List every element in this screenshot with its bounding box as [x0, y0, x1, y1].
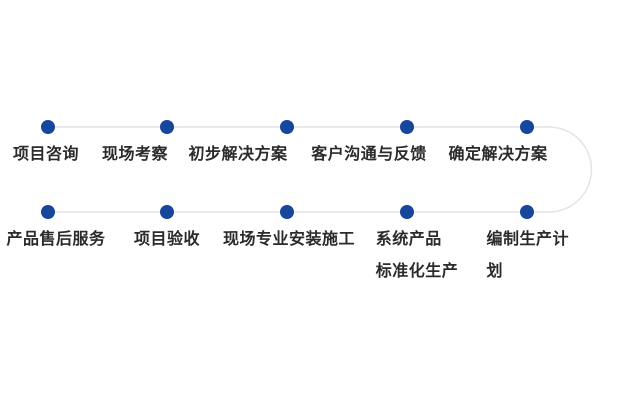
bottom-step-dot-4: [400, 205, 414, 219]
bottom-step-label-3: 现场专业安装施工: [222, 231, 356, 248]
top-step-dot-4: [400, 120, 414, 134]
bottom-step-dot-2: [160, 205, 174, 219]
top-step-dot-1: [41, 120, 55, 134]
top-step-dot-2: [160, 120, 174, 134]
bottom-step-label-5: 编制生产计划: [486, 231, 570, 280]
bottom-step-label-2: 项目验收: [133, 231, 201, 248]
bottom-step-dot-3: [280, 205, 294, 219]
bottom-step-label-4: 系统产品 标准化生产: [375, 231, 459, 280]
top-step-dot-5: [520, 120, 534, 134]
top-step-label-4: 客户沟通与反馈: [311, 146, 427, 163]
flow-connector-line: [44, 126, 593, 213]
top-step-label-1: 项目咨询: [12, 146, 80, 163]
bottom-step-dot-5: [520, 205, 534, 219]
top-step-label-2: 现场考察: [101, 146, 169, 163]
top-step-label-5: 确定解决方案: [448, 146, 548, 163]
top-step-label-3: 初步解决方案: [188, 146, 288, 163]
bottom-step-dot-1: [41, 205, 55, 219]
top-step-dot-3: [280, 120, 294, 134]
bottom-step-label-1: 产品售后服务: [6, 231, 106, 248]
